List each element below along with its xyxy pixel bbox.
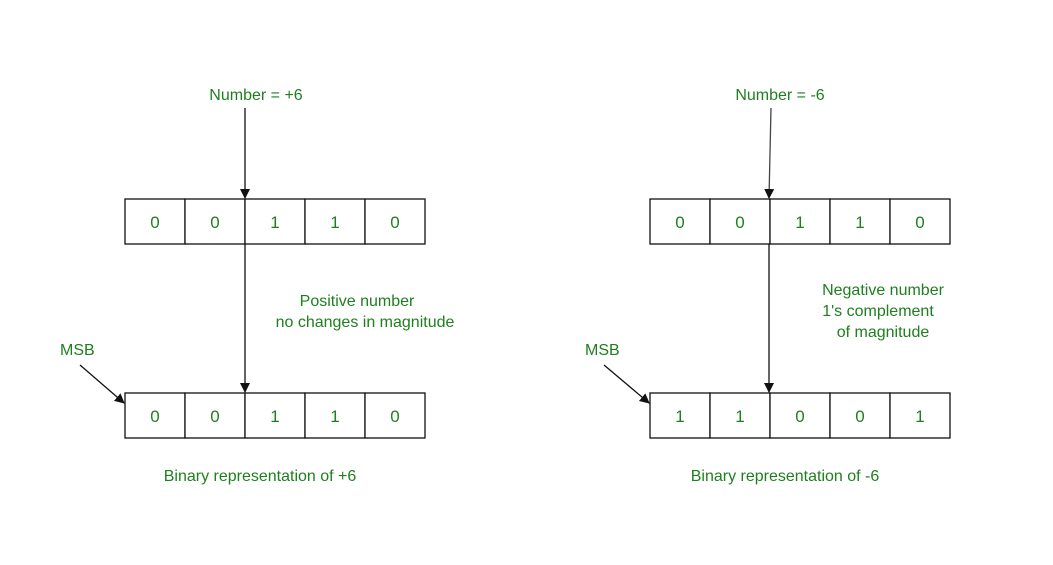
number-label: Number = -6 xyxy=(735,87,824,104)
bit-value: 0 xyxy=(210,213,219,232)
bit-value: 0 xyxy=(210,407,219,426)
bit-cell xyxy=(829,392,891,439)
bit-value: 1 xyxy=(330,213,339,232)
msb-pointer-arrow xyxy=(79,364,125,404)
bit-cell xyxy=(364,198,426,245)
bit-cell xyxy=(244,392,306,439)
bit-value: 0 xyxy=(150,407,159,426)
bit-cell xyxy=(184,392,246,439)
caption: Binary representation of +6 xyxy=(164,468,357,485)
original-bits-register: 0 0 1 1 0 xyxy=(124,198,426,245)
bit-value: 0 xyxy=(390,407,399,426)
result-bits-register: 1 1 0 0 1 xyxy=(649,392,951,439)
bit-cell xyxy=(124,392,186,439)
caption: Binary representation of -6 xyxy=(691,468,880,485)
result-bits-register: 0 0 1 1 0 xyxy=(124,392,426,439)
panel-negative: Number = -6 0 0 1 1 0 Negative number 1'… xyxy=(585,87,951,485)
bit-cell xyxy=(184,198,246,245)
bit-value: 0 xyxy=(915,213,924,232)
panel-positive: Number = +6 0 0 1 1 0 Positive number no… xyxy=(60,87,455,485)
bit-value: 0 xyxy=(150,213,159,232)
bit-cell xyxy=(244,198,306,245)
note-line-2: 1's complement xyxy=(822,303,934,320)
bit-value: 0 xyxy=(735,213,744,232)
msb-label: MSB xyxy=(60,342,95,359)
bit-value: 1 xyxy=(915,407,924,426)
bit-cell xyxy=(709,198,771,245)
note-line-1: Positive number xyxy=(300,293,415,310)
bit-value: 1 xyxy=(675,407,684,426)
bit-value: 0 xyxy=(675,213,684,232)
msb-label: MSB xyxy=(585,342,620,359)
number-label: Number = +6 xyxy=(209,87,302,104)
bit-cell xyxy=(364,392,426,439)
bit-value: 1 xyxy=(330,407,339,426)
bit-value: 1 xyxy=(855,213,864,232)
bit-cell xyxy=(709,392,771,439)
input-arrow xyxy=(764,107,775,199)
original-bits-register: 0 0 1 1 0 xyxy=(649,198,951,245)
bit-value: 1 xyxy=(795,213,804,232)
bit-value: 0 xyxy=(795,407,804,426)
bit-value: 0 xyxy=(390,213,399,232)
bit-value: 1 xyxy=(270,213,279,232)
bit-cell xyxy=(649,198,711,245)
note-line-3: of magnitude xyxy=(837,324,930,341)
bit-cell xyxy=(889,392,951,439)
bit-value: 1 xyxy=(735,407,744,426)
msb-pointer-arrow xyxy=(603,364,650,404)
bit-cell xyxy=(649,392,711,439)
note-line-1: Negative number xyxy=(822,282,945,299)
bit-value: 0 xyxy=(855,407,864,426)
bit-cell xyxy=(304,392,366,439)
bit-cell xyxy=(829,198,891,245)
bit-value: 1 xyxy=(270,407,279,426)
note-line-2: no changes in magnitude xyxy=(276,314,455,331)
bit-cell xyxy=(769,392,831,439)
bit-cell xyxy=(889,198,951,245)
